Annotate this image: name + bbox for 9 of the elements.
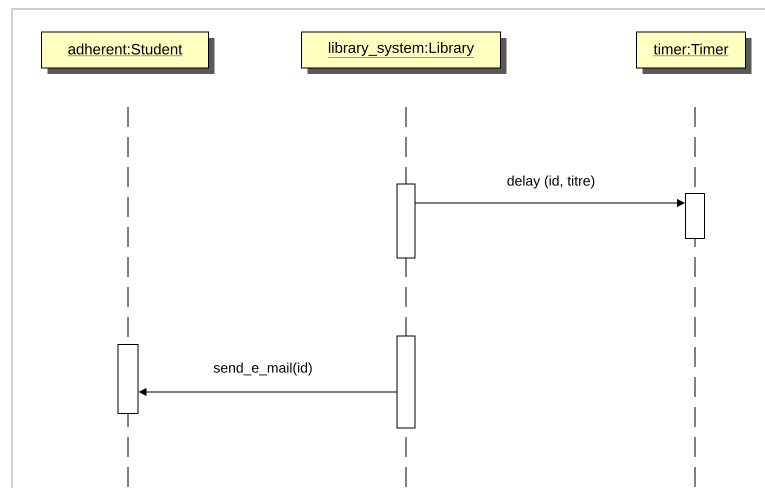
object-box: adherent:Student (41, 32, 214, 74)
activation-bar (396, 335, 416, 428)
activation-bar (396, 183, 416, 258)
activation-bar (118, 344, 138, 414)
message-label: delay (id, titre) (506, 174, 596, 190)
message-label: send_e_mail(id) (212, 362, 314, 376)
object-box: library_system:Library (301, 32, 506, 74)
activation-bar (685, 192, 705, 239)
object-box: timer:Timer (636, 32, 752, 74)
